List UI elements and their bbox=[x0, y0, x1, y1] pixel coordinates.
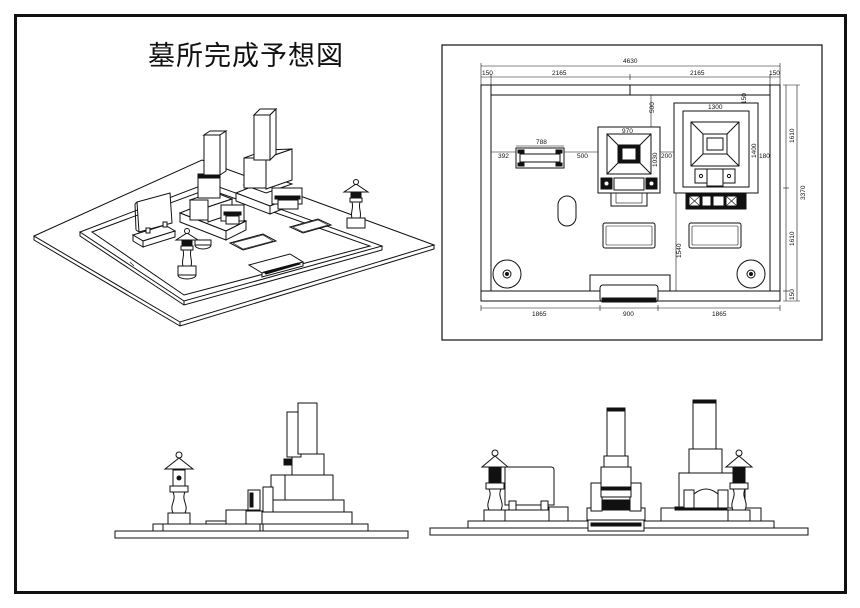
side-monument bbox=[261, 402, 353, 525]
side-lantern bbox=[163, 451, 195, 525]
perspective-left-lantern bbox=[174, 228, 212, 280]
plan-right-monument bbox=[673, 102, 759, 210]
dim-top-left-span: 2165 bbox=[552, 70, 567, 77]
plan-center-monument bbox=[597, 95, 678, 207]
side-ground-slab bbox=[114, 530, 409, 539]
perspective-center-monument bbox=[178, 130, 248, 241]
dim-left-monument-offset: 500 bbox=[649, 102, 656, 113]
dim-center-monument-depth: 1030 bbox=[652, 152, 659, 167]
dim-overall-width: 4630 bbox=[623, 58, 638, 65]
dim-right-monument-depth: 1400 bbox=[751, 143, 758, 158]
dim-front-to-bench-depth: 1540 bbox=[676, 243, 683, 258]
front-bench bbox=[504, 466, 569, 522]
plan-bench bbox=[491, 145, 598, 169]
plan-bottom-dimensions bbox=[480, 305, 781, 311]
plan-view-border bbox=[441, 44, 823, 341]
dim-top-left-edge: 150 bbox=[482, 70, 493, 77]
plan-right-dimensions bbox=[783, 84, 800, 302]
perspective-bench bbox=[131, 192, 177, 248]
dim-bench-left-offset: 392 bbox=[498, 153, 509, 160]
dim-right-upper-depth: 1610 bbox=[789, 128, 796, 143]
dim-right-monument-side-gap: 180 bbox=[759, 153, 770, 160]
dim-center-monument-width: 970 bbox=[622, 128, 633, 135]
plan-lantern-left bbox=[492, 259, 522, 289]
plan-incense-plate-right bbox=[688, 222, 742, 249]
dim-top-right-span: 2165 bbox=[690, 70, 705, 77]
front-right-lantern bbox=[724, 449, 754, 522]
dim-bottom-edge: 150 bbox=[789, 289, 796, 300]
dim-bottom-left-span: 1865 bbox=[532, 311, 547, 318]
front-left-lantern bbox=[480, 449, 510, 522]
plan-lantern-right bbox=[736, 259, 766, 289]
perspective-right-monument bbox=[234, 107, 303, 215]
dim-overall-depth: 3370 bbox=[800, 185, 807, 200]
dim-right-lower-depth: 1610 bbox=[789, 231, 796, 246]
plan-front-step bbox=[589, 274, 671, 303]
dim-gap-between-monuments: 200 bbox=[661, 153, 672, 160]
perspective-incense-plates bbox=[228, 218, 333, 251]
drawing-frame bbox=[14, 14, 847, 594]
dim-bottom-center-span: 900 bbox=[623, 311, 634, 318]
plan-top-dimensions bbox=[480, 63, 781, 85]
plan-incense-plate-left bbox=[602, 222, 656, 249]
dim-bench-width: 788 bbox=[536, 139, 547, 146]
front-center-monument bbox=[586, 407, 646, 532]
dim-bottom-right-span: 1865 bbox=[712, 311, 727, 318]
plan-oval-marker bbox=[557, 195, 577, 227]
drawing-title: 墓所完成予想図 bbox=[148, 41, 344, 72]
dim-top-right-edge: 150 bbox=[769, 70, 780, 77]
front-right-monument bbox=[660, 399, 762, 522]
dim-right-monument-width: 1300 bbox=[708, 104, 723, 111]
dim-right-monument-top: 150 bbox=[741, 93, 748, 104]
perspective-front-step bbox=[247, 253, 305, 278]
dim-bench-to-monument: 500 bbox=[577, 153, 588, 160]
perspective-right-lantern bbox=[342, 179, 370, 229]
